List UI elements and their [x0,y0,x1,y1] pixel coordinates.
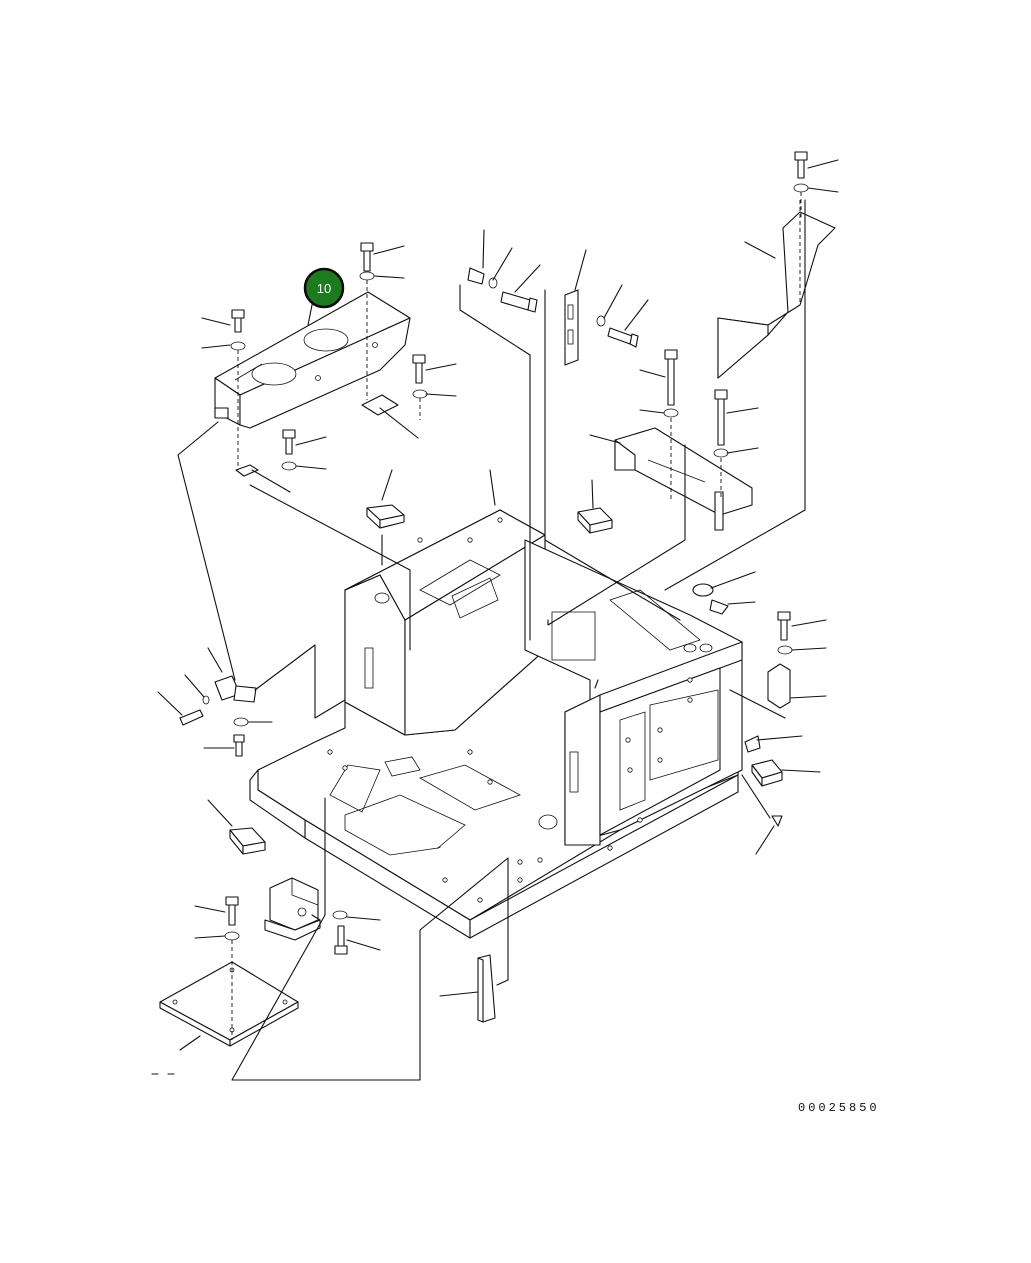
seat-support-bracket [614,427,753,531]
callout-label[interactable]: 10 [317,281,331,296]
hood-stay-bracket [717,200,836,379]
isolator-mount [264,877,321,941]
fasteners [179,151,809,955]
base-plate [159,940,299,1047]
console-cover [214,291,411,429]
assembly-lines [177,199,806,1081]
rubber-pads [229,504,783,1023]
callout-10[interactable]: 10 [303,267,345,309]
drawing-number: 00025850 [798,1101,880,1115]
callout-circle[interactable] [303,267,345,309]
vertical-bracket [564,289,579,366]
side-bracket [767,663,791,709]
main-frame [249,509,743,939]
console-bracket [235,394,399,477]
label-leaders [151,159,839,1075]
